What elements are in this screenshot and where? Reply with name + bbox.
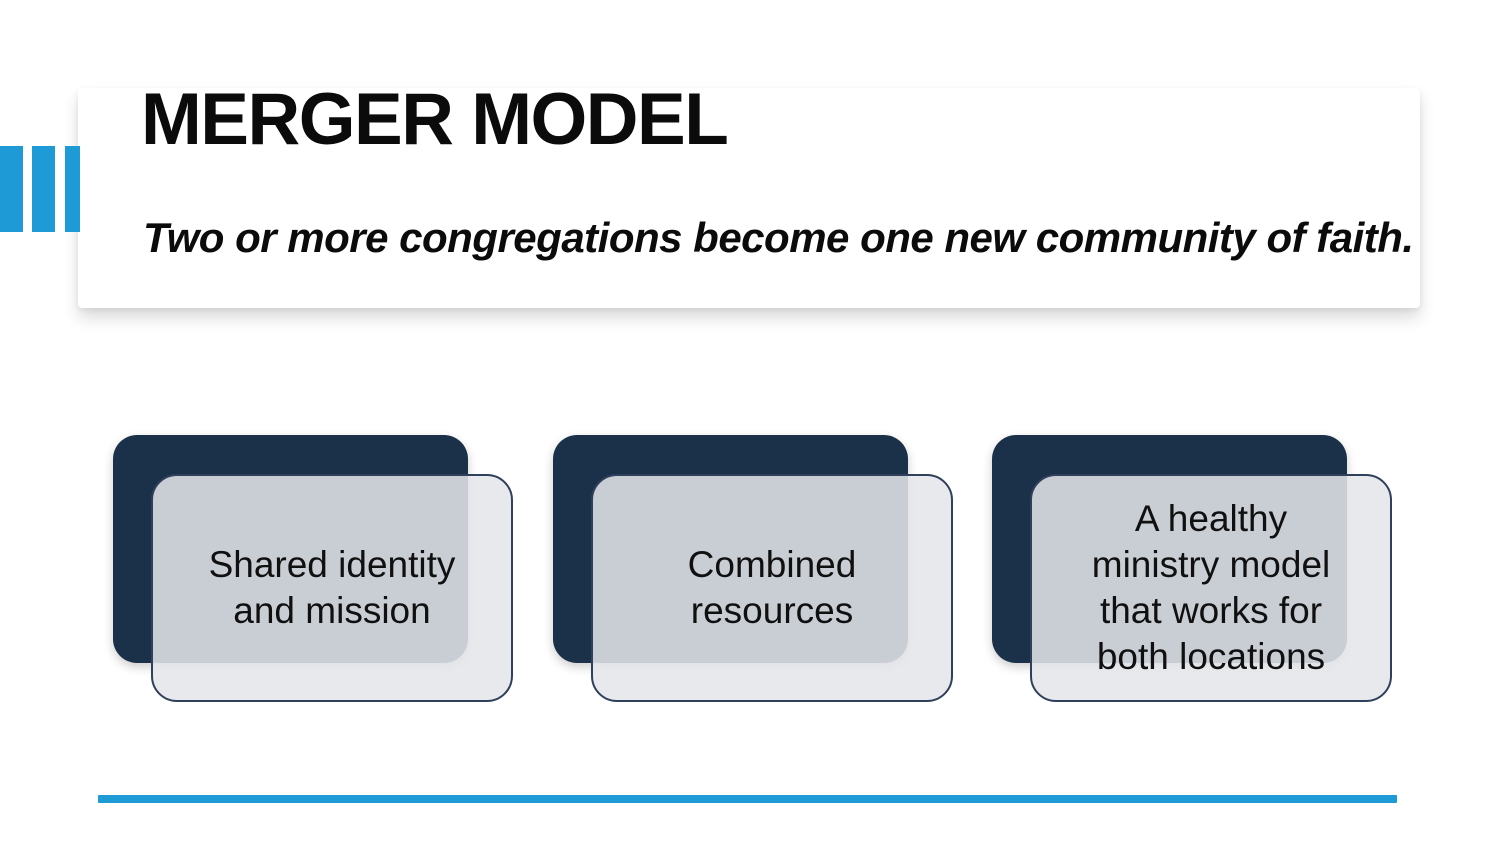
bottom-accent-line xyxy=(98,795,1397,803)
card-label: Combined resources xyxy=(687,544,857,631)
slide-subtitle: Two or more congregations become one new… xyxy=(143,214,1414,261)
card-label: Shared identity and mission xyxy=(208,544,456,631)
merger-card-healthy-ministry: A healthy ministry model that works for … xyxy=(992,435,1392,702)
card-front-shape: Shared identity and mission xyxy=(151,474,513,702)
card-front-shape: A healthy ministry model that works for … xyxy=(1030,474,1392,702)
merger-card-combined-resources: Combined resources xyxy=(553,435,953,702)
card-front-shape: Combined resources xyxy=(591,474,953,702)
accent-bar xyxy=(0,146,23,232)
slide-title: MERGER MODEL xyxy=(141,79,729,160)
accent-bar xyxy=(65,146,80,232)
card-label: A healthy ministry model that works for … xyxy=(1091,498,1331,677)
accent-bar xyxy=(32,146,55,232)
merger-card-shared-identity: Shared identity and mission xyxy=(113,435,513,702)
header-panel xyxy=(78,88,1420,308)
